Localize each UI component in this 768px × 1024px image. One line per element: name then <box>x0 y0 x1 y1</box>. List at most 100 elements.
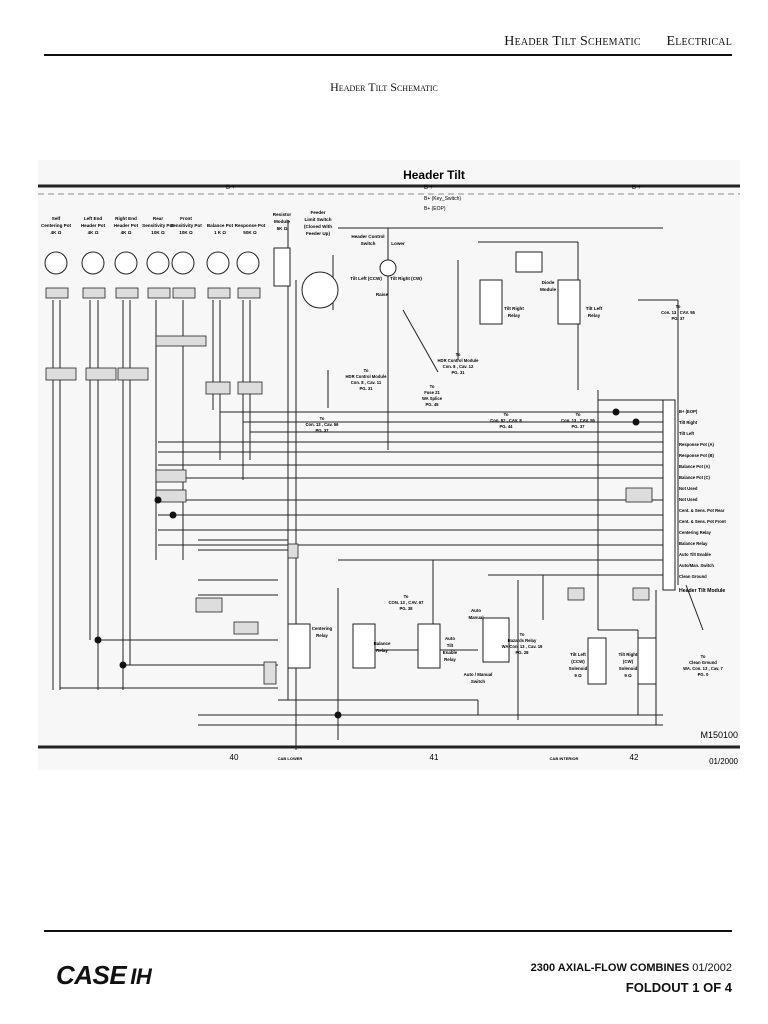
drawing-code: M150100 <box>700 730 738 740</box>
tilt-right-relay-label: Tilt Right <box>504 306 524 311</box>
comp-label: Balance Pot <box>207 223 234 228</box>
bplus-label-left: B + <box>226 185 236 191</box>
comp-label: Left End <box>84 216 103 221</box>
comp-label: Module <box>274 219 291 224</box>
zone-40: 40 <box>230 753 239 762</box>
ref-label: Con. 82 , CAV. 8 <box>490 418 522 423</box>
model-date: 01/2002 <box>692 962 732 974</box>
comp-label: Front <box>180 216 192 221</box>
ref-label: PG. 37 <box>571 424 585 429</box>
ref-label: Clean Ground <box>689 660 717 665</box>
page-header: Header Tilt Schematic Electrical <box>482 34 732 50</box>
zone-42: 42 <box>630 753 639 762</box>
module-pin: Cent. & Sens. Pot Front <box>679 519 726 524</box>
ref-label: To <box>701 654 706 659</box>
comp-label: 1 K Ω <box>214 230 226 235</box>
ref-label: Con. 8 , Cav. 11 <box>351 380 382 385</box>
ref-label: To <box>320 416 325 421</box>
foldout-page: 1 <box>692 980 700 995</box>
tag-cab-interior: CAB INTERIOR <box>550 756 579 761</box>
model-name: 2300 AXIAL-FLOW COMBINES <box>530 962 690 974</box>
ref-label: To <box>676 304 681 309</box>
auto-manual-switch-label: Switch <box>471 679 485 684</box>
module-pin: Auto/Man. Switch <box>679 563 714 568</box>
solenoid-label: Tilt Left <box>570 652 586 657</box>
comp-label: Right End <box>115 216 137 221</box>
solenoid-label: Tilt Right <box>619 652 638 657</box>
auto-manual-pos: Manual <box>468 615 483 620</box>
tilt-left-relay-label: Relay <box>588 313 601 318</box>
solenoid-label: (CW) <box>623 659 634 664</box>
comp-label: 50K Ω <box>243 230 257 235</box>
solenoid-label: 9 Ω <box>574 673 582 678</box>
ref-label: PG. 38 <box>399 606 413 611</box>
ref-label: To <box>504 412 509 417</box>
module-pin: Not Used <box>679 497 698 502</box>
comp-label: Sensitivity Pot <box>170 223 202 228</box>
zone-41: 41 <box>430 753 439 762</box>
ref-label: PG. 31 <box>359 386 373 391</box>
module-pin: Clean Ground <box>679 574 707 579</box>
comp-label: 5K Ω <box>277 226 288 231</box>
bplus-label-right: B + <box>632 185 642 191</box>
ref-label: To <box>404 594 409 599</box>
auto-manual-pos: Auto <box>471 608 481 613</box>
header-tilt-schematic: Header Tilt B + B + B + B+ (Key_Switch) … <box>38 160 740 770</box>
solenoid-label: Solenoid <box>569 666 588 671</box>
module-pin: Balance Relay <box>679 541 708 546</box>
ref-label: Con. 13 , CAV. 55 <box>561 418 595 423</box>
ref-label: WA Splice <box>422 396 443 401</box>
control-switch-label: Header Control <box>351 234 384 239</box>
module-pin: Centering Relay <box>679 530 712 535</box>
feeder-switch-label: Limit Switch <box>304 217 331 222</box>
ref-label: Con. 13 , Cav. 56 <box>306 422 340 427</box>
solenoid-label: Solenoid <box>619 666 638 671</box>
ref-label: To <box>430 384 435 389</box>
module-pin: Response Pot (A) <box>679 442 715 447</box>
comp-label: Sensitivity Pot <box>142 223 174 228</box>
relay-label: Auto <box>445 636 455 641</box>
foldout-word: FOLDOUT <box>625 980 689 995</box>
ref-label: To <box>364 368 369 373</box>
header-rule <box>44 54 732 56</box>
comp-label: 4K Ω <box>121 230 132 235</box>
relay-label: Relay <box>316 633 328 638</box>
ref-label: PG. 0 <box>698 672 709 677</box>
diagram-title: Header Tilt <box>403 168 465 182</box>
comp-label: Rear <box>153 216 163 221</box>
solenoid-label: 9 Ω <box>624 673 632 678</box>
switch-pos-tilt-left: Tilt Left (CCW) <box>350 276 382 281</box>
feeder-switch-label: Feeder <box>310 210 325 215</box>
comp-label: Response Pot <box>235 223 266 228</box>
feeder-switch-label: (Closed With <box>304 224 332 229</box>
module-pin: Tilt Right <box>679 420 698 425</box>
switch-pos-raise: Raise <box>376 292 389 297</box>
ref-label: Hazards Relay <box>508 638 537 643</box>
ref-label: PG. 28 <box>515 650 529 655</box>
ref-label: PG. 44 <box>499 424 513 429</box>
brand-name: CASE <box>56 960 127 990</box>
ref-label: To <box>520 632 525 637</box>
ref-label: PG. 45 <box>425 402 439 407</box>
tag-cab-lower: CAB LOWER <box>278 756 303 761</box>
footer-rule <box>44 930 732 932</box>
module-pin: Balance Pot (C) <box>679 475 711 480</box>
diode-module-label: Diode <box>542 280 555 285</box>
module-pin: B+ (EOP) <box>679 409 698 414</box>
bus-label-key: B+ (Key_Switch) <box>424 196 461 202</box>
ref-label: CON. 13 , CAV. 67 <box>389 600 425 605</box>
comp-label: Header Pot <box>81 223 106 228</box>
tilt-right-relay-label: Relay <box>508 313 521 318</box>
module-pin: Tilt Left <box>679 431 695 436</box>
diode-module-label: Module <box>540 287 557 292</box>
ref-label: PG. 37 <box>315 428 329 433</box>
comp-label: 10K Ω <box>151 230 165 235</box>
ref-label: WA. Con. 13 , Cav. 7 <box>683 666 723 671</box>
footer-foldout: FOLDOUT 1 OF 4 <box>626 980 732 995</box>
module-pin: Balance Pot (A) <box>679 464 711 469</box>
foldout-of: OF <box>703 980 722 995</box>
relay-label: Enable <box>443 650 458 655</box>
footer-model: 2300 AXIAL-FLOW COMBINES 01/2002 <box>531 962 732 974</box>
relay-label: Balance <box>374 641 391 646</box>
